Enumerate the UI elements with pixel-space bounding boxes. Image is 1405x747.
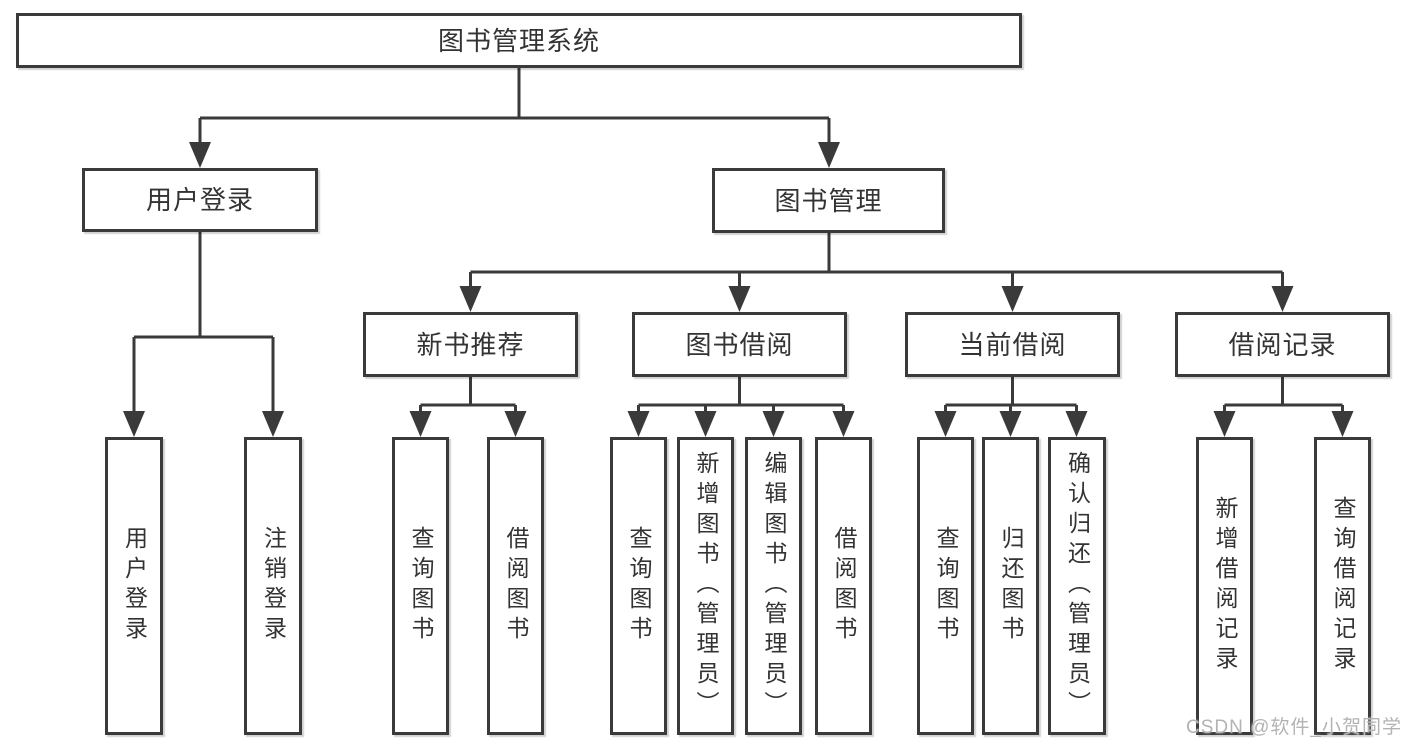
node-borrowing-records: 借阅记录 xyxy=(1175,312,1390,377)
leaf-query-books-recommend: 查询图书 xyxy=(392,437,449,735)
leaf-logout: 注销登录 xyxy=(244,437,302,735)
node-user-login: 用户登录 xyxy=(82,168,318,232)
leaf-query-books-current-label: 查询图书 xyxy=(933,526,959,646)
leaf-add-borrow-record: 新增借阅记录 xyxy=(1196,437,1253,735)
leaf-return-books-label: 归还图书 xyxy=(998,526,1024,646)
leaf-query-books-current: 查询图书 xyxy=(917,437,974,735)
leaf-borrow-books-recommend: 借阅图书 xyxy=(487,437,544,735)
node-current-borrowing-label: 当前借阅 xyxy=(958,329,1067,360)
node-book-management-label: 图书管理 xyxy=(774,185,883,216)
leaf-borrow-books-borrowing: 借阅图书 xyxy=(815,437,872,735)
node-book-management: 图书管理 xyxy=(712,168,945,233)
leaf-user-login-label: 用户登录 xyxy=(121,526,148,646)
node-current-borrowing: 当前借阅 xyxy=(905,312,1120,377)
leaf-confirm-return-admin: 确认归还（管理员） xyxy=(1048,437,1106,735)
leaf-user-login: 用户登录 xyxy=(105,437,163,735)
node-library-system-label: 图书管理系统 xyxy=(437,25,600,56)
node-library-system: 图书管理系统 xyxy=(16,13,1022,68)
leaf-query-borrow-record: 查询借阅记录 xyxy=(1314,437,1371,735)
node-book-borrowing: 图书借阅 xyxy=(632,312,847,377)
leaf-borrow-books-borrowing-label: 借阅图书 xyxy=(831,526,857,646)
node-borrowing-records-label: 借阅记录 xyxy=(1228,329,1337,360)
node-new-book-recommend-label: 新书推荐 xyxy=(416,329,525,360)
leaf-query-books-borrowing: 查询图书 xyxy=(610,437,667,735)
node-user-login-label: 用户登录 xyxy=(145,185,254,215)
leaf-edit-book-admin: 编辑图书（管理员） xyxy=(745,437,802,735)
leaf-edit-book-admin-label: 编辑图书（管理员） xyxy=(761,451,787,721)
leaf-borrow-books-recommend-label: 借阅图书 xyxy=(503,526,529,646)
watermark: CSDN @软件_小贺同学 xyxy=(1186,717,1402,738)
node-book-borrowing-label: 图书借阅 xyxy=(685,329,794,360)
node-new-book-recommend: 新书推荐 xyxy=(363,312,578,377)
leaf-return-books: 归还图书 xyxy=(982,437,1039,735)
leaf-query-borrow-record-label: 查询借阅记录 xyxy=(1330,496,1356,676)
leaf-confirm-return-admin-label: 确认归还（管理员） xyxy=(1064,451,1091,721)
leaf-logout-label: 注销登录 xyxy=(260,526,287,646)
leaf-query-books-borrowing-label: 查询图书 xyxy=(626,526,652,646)
leaf-add-book-admin-label: 新增图书（管理员） xyxy=(693,451,719,721)
leaf-query-books-recommend-label: 查询图书 xyxy=(408,526,434,646)
leaf-add-book-admin: 新增图书（管理员） xyxy=(677,437,734,735)
leaf-add-borrow-record-label: 新增借阅记录 xyxy=(1212,496,1238,676)
